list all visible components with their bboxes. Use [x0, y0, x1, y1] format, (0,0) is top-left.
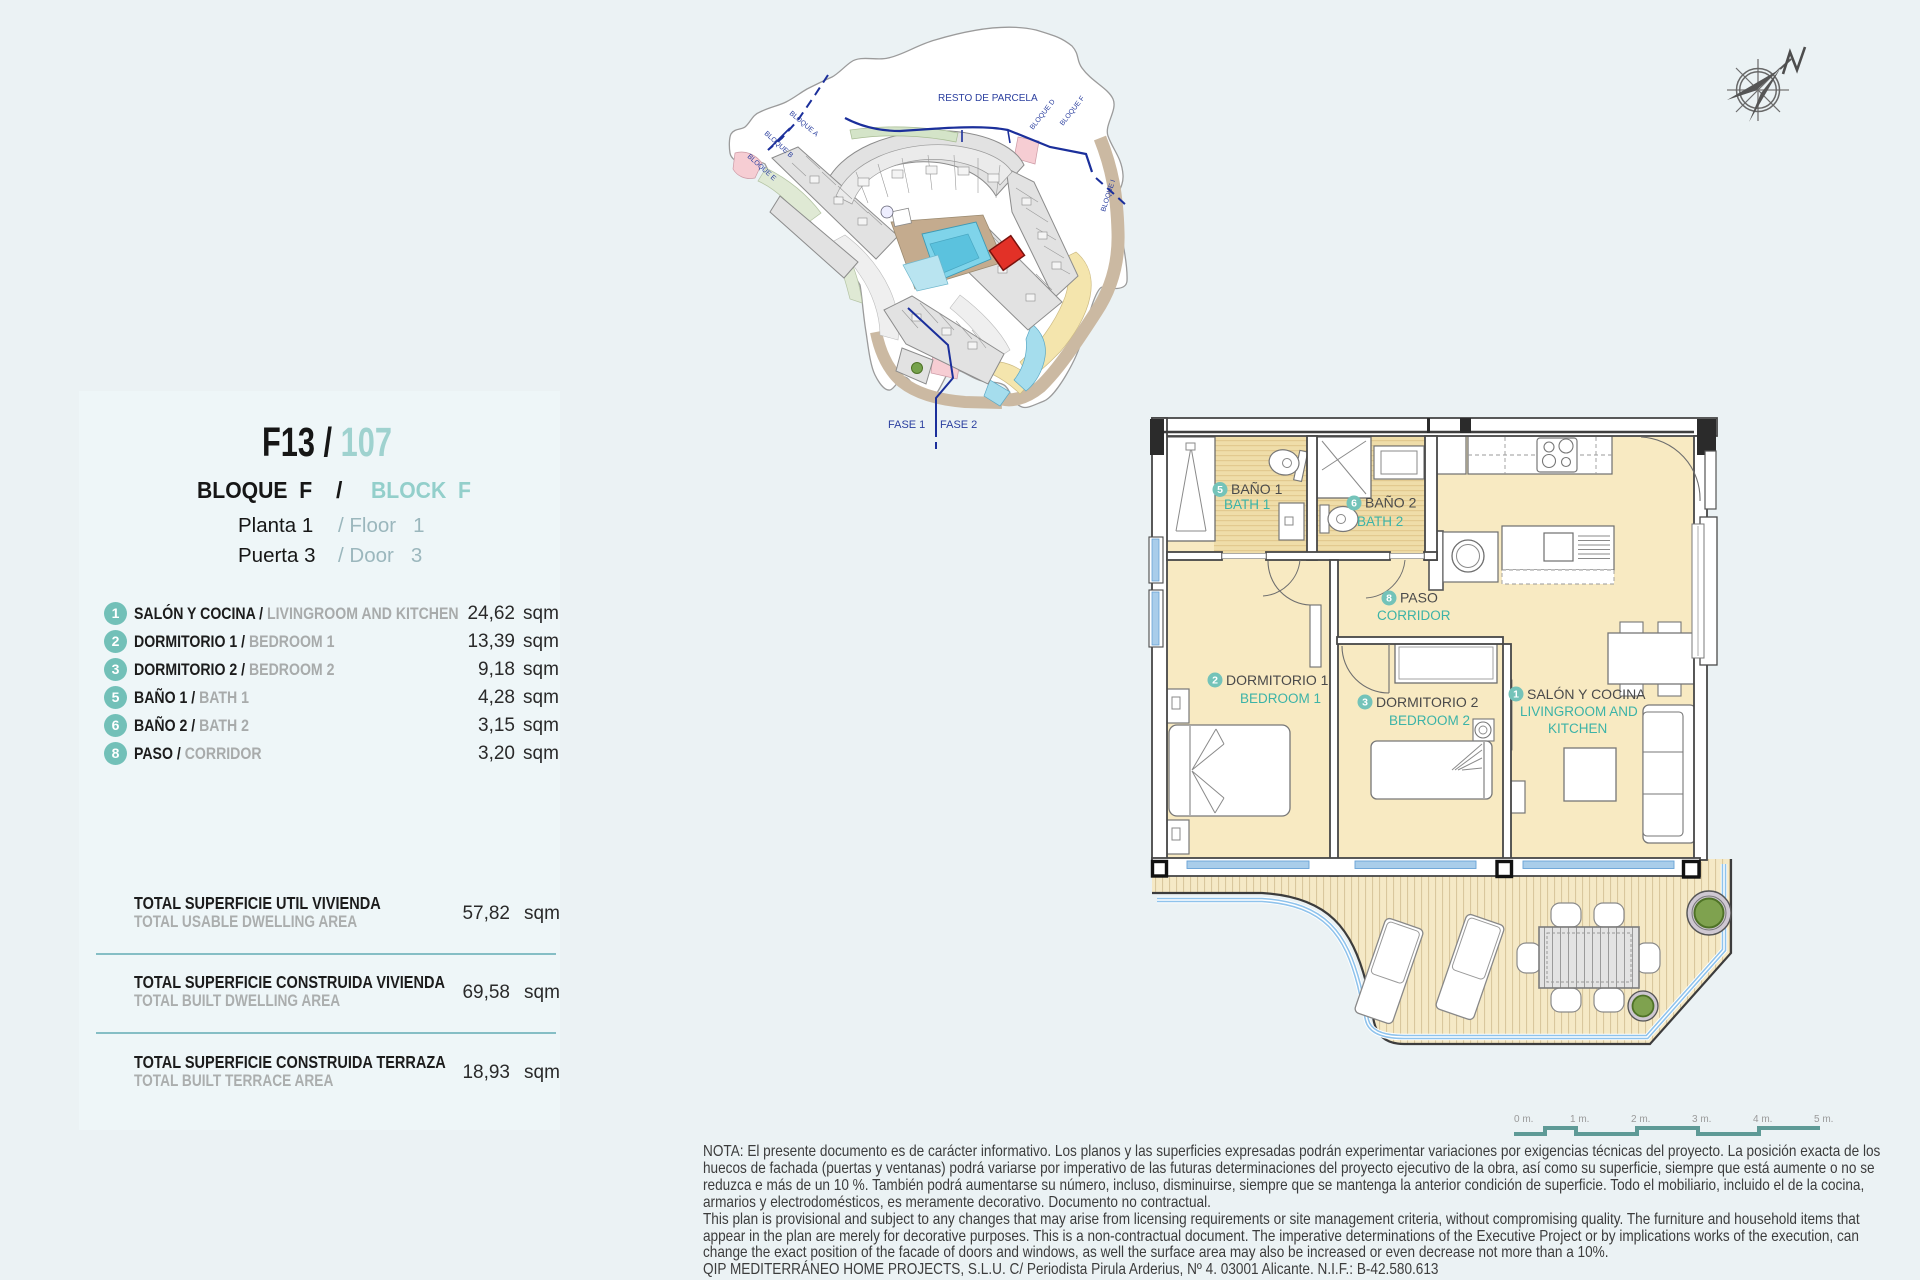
- svg-text:2 m.: 2 m.: [1631, 1114, 1650, 1125]
- svg-text:KITCHEN: KITCHEN: [1548, 721, 1607, 736]
- svg-text:8: 8: [1386, 593, 1392, 605]
- svg-text:3 m.: 3 m.: [1692, 1114, 1711, 1125]
- svg-text:BEDROOM 2: BEDROOM 2: [1389, 713, 1470, 728]
- svg-text:FASE 2: FASE 2: [940, 419, 977, 431]
- svg-text:BATH 2: BATH 2: [1357, 514, 1403, 529]
- svg-text:5: 5: [1217, 484, 1223, 496]
- svg-text:RESTO DE PARCELA: RESTO DE PARCELA: [938, 93, 1038, 104]
- svg-text:BAÑO 1: BAÑO 1: [1231, 481, 1283, 497]
- svg-text:1: 1: [1513, 689, 1519, 701]
- svg-text:PASO: PASO: [1400, 590, 1438, 606]
- svg-text:1 m.: 1 m.: [1570, 1114, 1589, 1125]
- svg-text:DORMITORIO 1: DORMITORIO 1: [1226, 672, 1329, 688]
- svg-text:4 m.: 4 m.: [1753, 1114, 1772, 1125]
- svg-text:SALÓN Y COCINA: SALÓN Y COCINA: [1527, 686, 1646, 702]
- svg-text:0 m.: 0 m.: [1514, 1114, 1533, 1125]
- svg-text:BEDROOM 1: BEDROOM 1: [1240, 691, 1321, 706]
- svg-text:BATH 1: BATH 1: [1224, 497, 1270, 512]
- svg-text:2: 2: [1212, 675, 1218, 687]
- svg-text:BAÑO 2: BAÑO 2: [1365, 495, 1417, 511]
- svg-text:6: 6: [1351, 498, 1357, 510]
- svg-text:3: 3: [1362, 697, 1368, 709]
- svg-text:CORRIDOR: CORRIDOR: [1377, 608, 1451, 623]
- svg-text:DORMITORIO 2: DORMITORIO 2: [1376, 694, 1479, 710]
- svg-text:FASE 1: FASE 1: [888, 419, 925, 431]
- svg-text:LIVINGROOM AND: LIVINGROOM AND: [1520, 704, 1638, 719]
- svg-text:5 m.: 5 m.: [1814, 1114, 1833, 1125]
